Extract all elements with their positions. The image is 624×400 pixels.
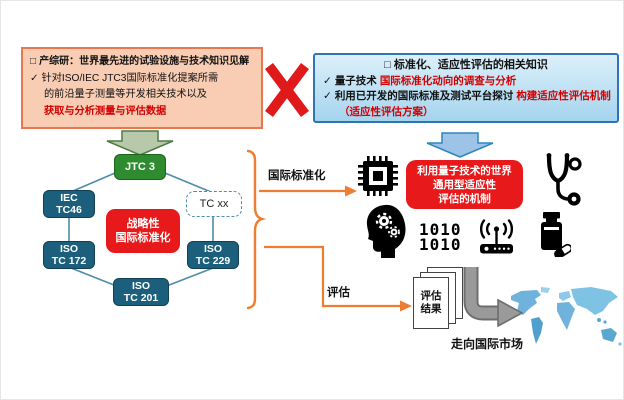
node-iec-tc46: IEC TC46	[43, 190, 95, 218]
node-jtc3: JTC 3	[114, 154, 166, 180]
node-iso-tc201: ISO TC 201	[113, 278, 169, 306]
blue-box-line1-black: 量子技术	[334, 74, 377, 87]
brace-icon	[246, 149, 267, 310]
blue-box-line1-red: 国际标准化动向的调查与分析	[379, 74, 517, 87]
adaptability-line1: 利用量子技术的世界	[417, 164, 512, 177]
market-label: 走向国际市场	[451, 337, 524, 351]
node-iso-tc172-line1: ISO	[59, 243, 79, 255]
square-bullet-icon: □	[384, 59, 391, 71]
aist-box-title-row: □ 产综研：世界最先进的试验设施与技术知识见解	[30, 54, 254, 71]
world-map	[511, 287, 622, 346]
standardization-arrow	[259, 185, 357, 197]
aist-box-line2: 的前沿量子测量等开发相关技术以及	[44, 89, 207, 100]
node-iso-tc172-line2: TC 172	[51, 255, 87, 267]
check-icon: ✓	[323, 74, 332, 87]
aist-knowledge-box: □ 产综研：世界最先进的试验设施与技术知识见解 ✓ 针对ISO/IEC JTC3…	[21, 47, 263, 129]
evaluation-result-document: 评估 结果	[413, 277, 449, 329]
adaptability-line3: 评估的机制	[438, 192, 491, 205]
check-icon: ✓	[323, 90, 332, 102]
node-iso-tc229-line1: ISO	[203, 243, 223, 255]
evaluation-arrow	[264, 245, 412, 312]
node-iso-tc229: ISO TC 229	[187, 241, 239, 269]
node-iso-tc229-line2: TC 229	[195, 255, 231, 267]
standardization-label: 国际标准化	[268, 170, 326, 182]
blue-box-title-row: □ 标准化、适应性评估的相关知识	[323, 58, 609, 74]
node-jtc3-label: JTC 3	[125, 161, 155, 173]
node-iso-tc201-line2: TC 201	[123, 292, 159, 304]
evaluation-label: 评估	[327, 287, 350, 299]
blue-down-arrow-icon	[426, 132, 494, 158]
head-gears-icon	[366, 204, 406, 258]
blue-box-title: 标准化、适应性评估的相关知识	[393, 59, 548, 71]
check-icon: ✓	[30, 72, 39, 84]
cpu-chip-icon	[358, 156, 398, 196]
doc-label-line1: 评估	[420, 290, 442, 302]
aist-box-line1: 针对ISO/IEC JTC3国际标准化提案所需	[41, 72, 219, 84]
blue-box-line2-red: 构建适应性评估机制	[516, 90, 611, 102]
adaptability-line2: 通用型适应性	[433, 178, 496, 191]
square-bullet-icon: □	[30, 56, 37, 67]
aist-box-title: 产综研：世界最先进的试验设施与技术知识见解	[39, 56, 250, 67]
node-tc-xx: TC xx	[186, 191, 242, 217]
standardization-knowledge-box: □ 标准化、适应性评估的相关知识 ✓ 量子技术国际标准化动向的调查与分析 ✓ 利…	[313, 53, 619, 123]
node-iso-tc201-line1: ISO	[131, 280, 151, 292]
x-mark-icon	[265, 63, 309, 117]
node-tc-xx-label: TC xx	[199, 198, 229, 210]
aist-box-line3: 获取与分析测量与评估数据	[44, 105, 167, 117]
binary-code-icon: 1010 1010	[419, 220, 463, 254]
aist-box-line1-row: ✓ 针对ISO/IEC JTC3国际标准化提案所需	[30, 71, 254, 88]
wireless-router-icon	[479, 219, 514, 254]
green-down-arrow-icon	[106, 130, 174, 156]
diagram-connectors	[68, 172, 214, 288]
strategy-line1: 战略性	[126, 218, 160, 230]
medicine-bottle-icon	[541, 212, 571, 257]
blue-box-line3: （适应性评估方案）	[339, 105, 434, 118]
node-strategic-standardization: 战略性 国际标准化	[106, 209, 180, 253]
node-iec-tc46-line2: TC46	[56, 204, 82, 216]
blue-box-line1-row: ✓ 量子技术国际标准化动向的调查与分析	[323, 74, 609, 90]
binary-line1: 1010	[419, 220, 462, 239]
adaptability-mechanism-box: 利用量子技术的世界 通用型适应性 评估的机制	[406, 160, 523, 209]
binary-line2: 1010	[419, 235, 462, 254]
doc-label-line2: 结果	[420, 303, 442, 315]
strategy-line2: 国际标准化	[115, 232, 171, 244]
blue-box-line2-black: 利用已开发的国际标准及测试平台探讨	[334, 90, 514, 102]
gray-elbow-arrow-icon	[463, 267, 524, 327]
stethoscope-icon	[546, 153, 582, 206]
blue-box-line2-row: ✓ 利用已开发的国际标准及测试平台探讨构建适应性评估机制	[323, 89, 611, 105]
node-iec-tc46-line1: IEC	[60, 192, 78, 204]
node-iso-tc172: ISO TC 172	[43, 241, 95, 269]
